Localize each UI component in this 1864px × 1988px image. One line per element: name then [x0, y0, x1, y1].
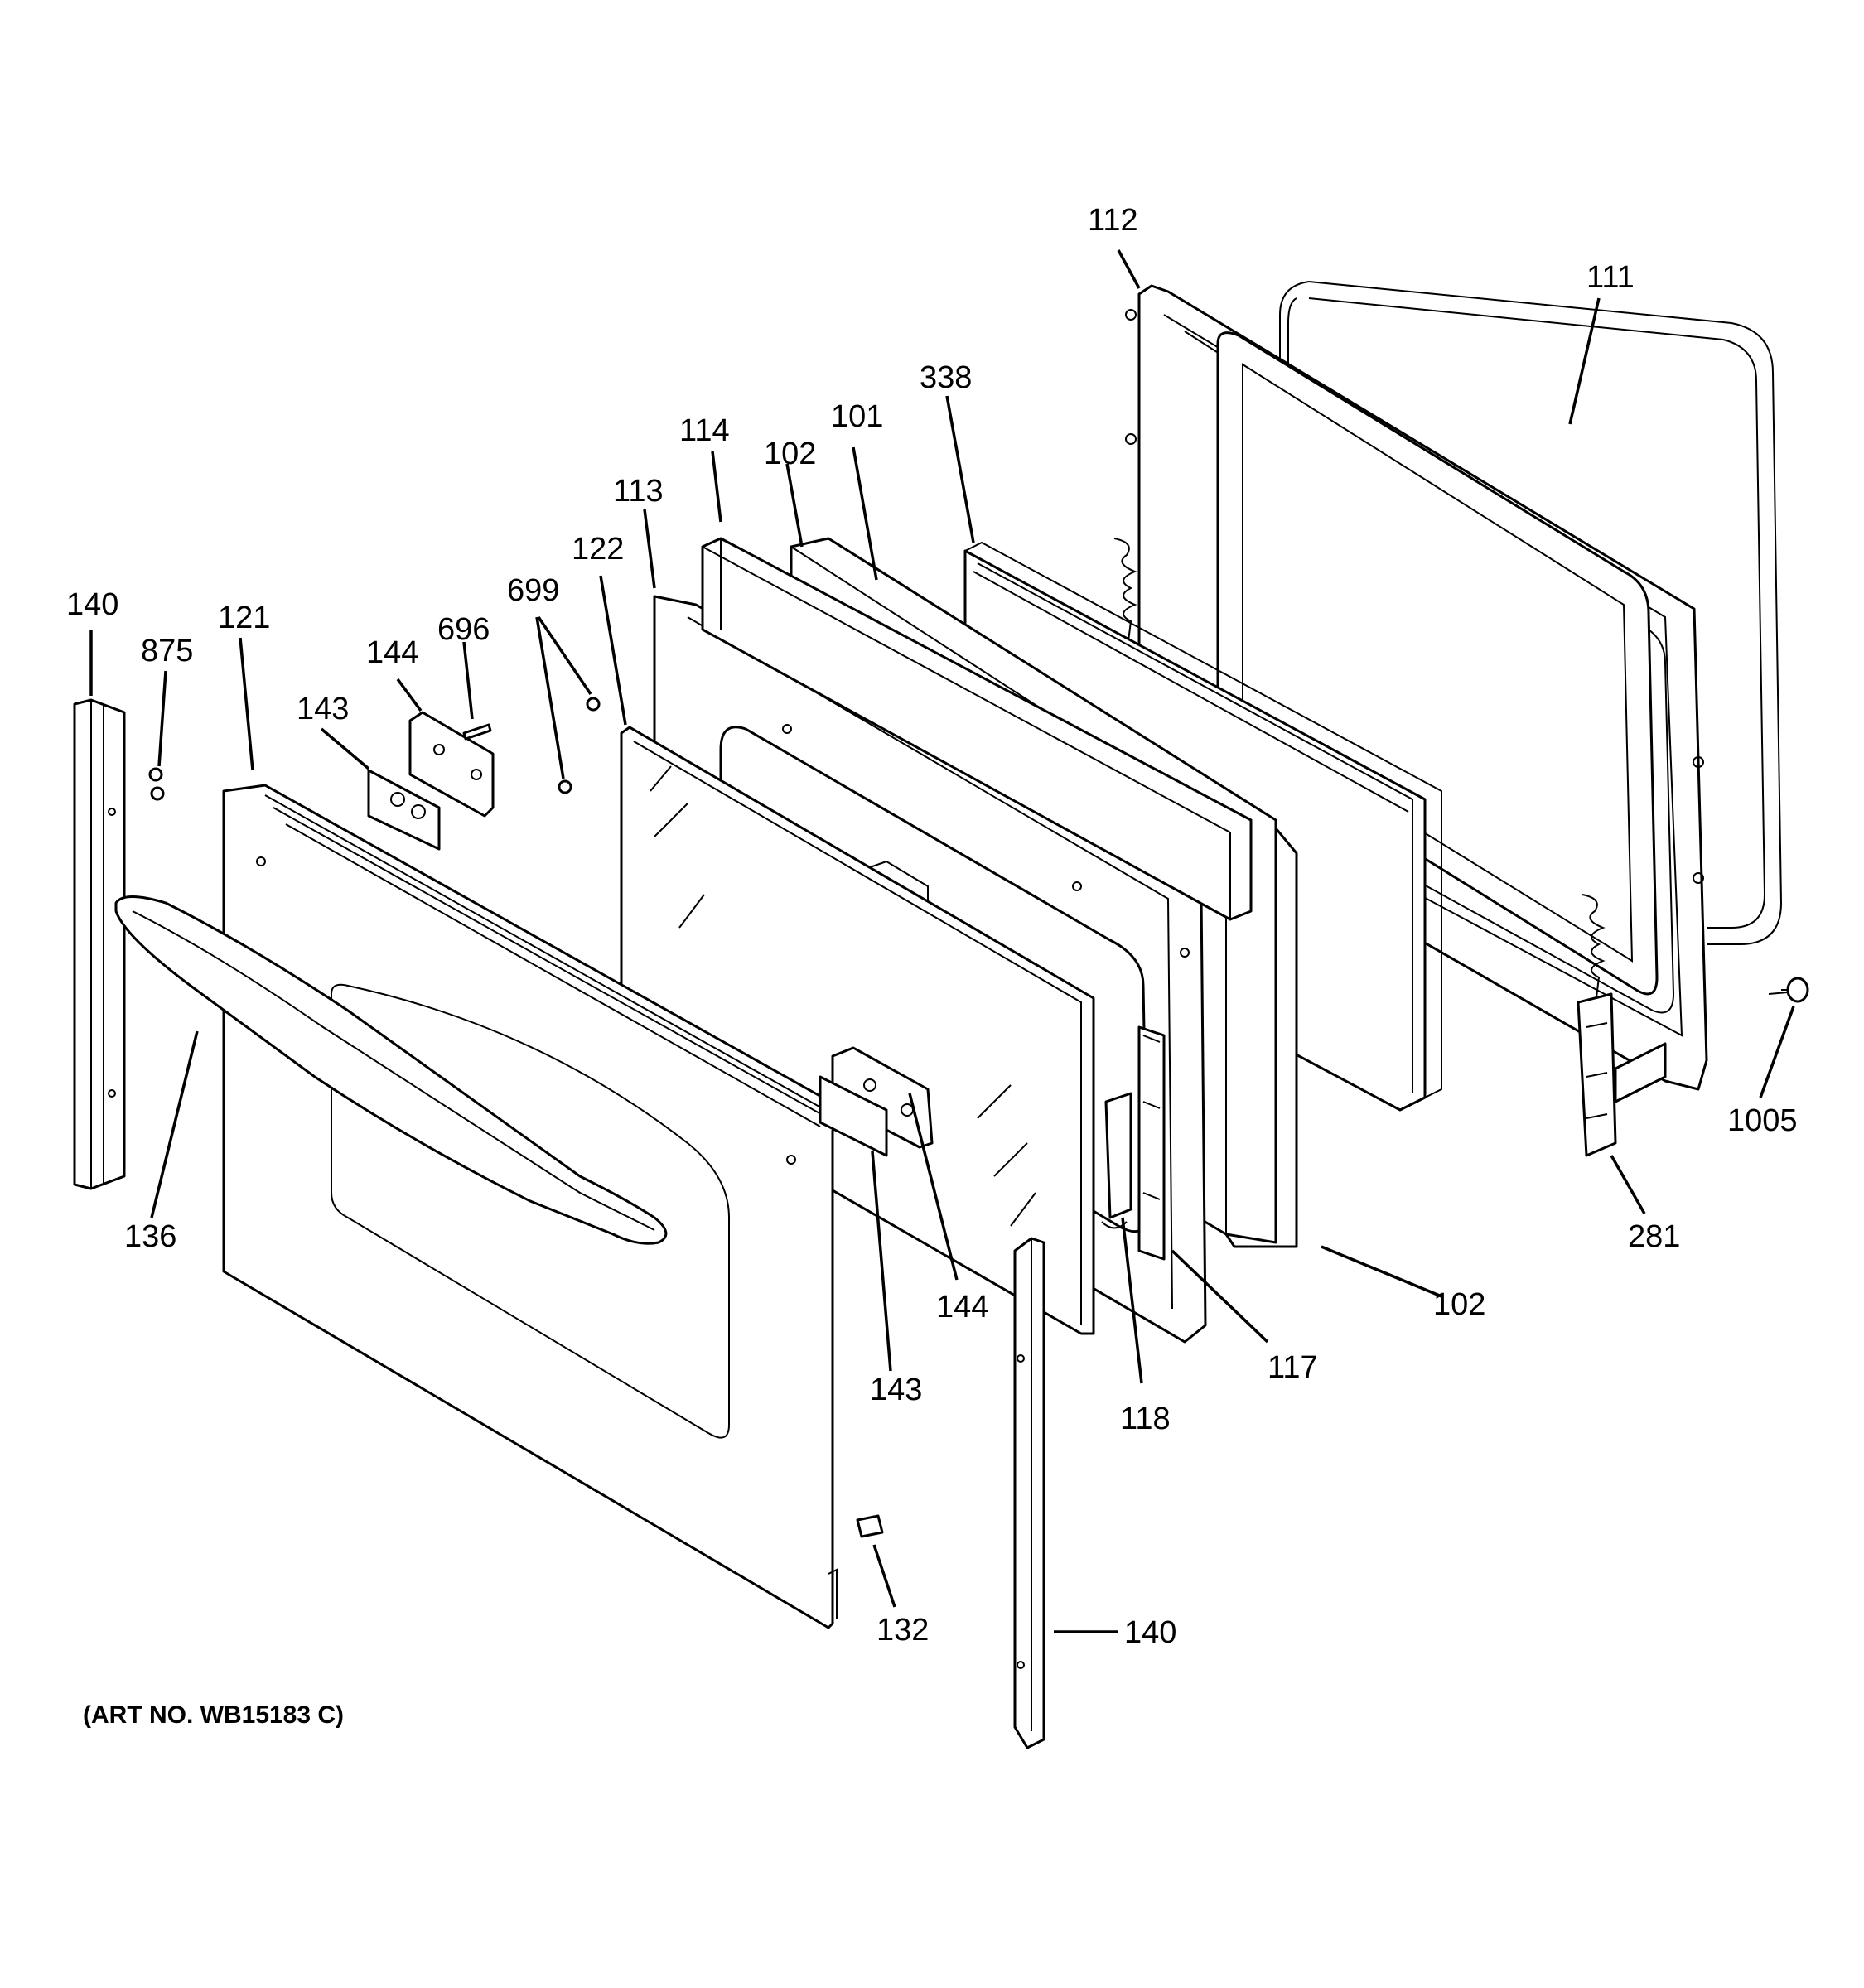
- door-spring-lower: [1582, 894, 1606, 1011]
- callout-113: 113: [613, 474, 664, 509]
- callout-102b: 102: [1433, 1287, 1485, 1322]
- callout-143a: 143: [297, 692, 349, 726]
- callout-102a: 102: [764, 437, 816, 471]
- part-281-hinge: [1577, 992, 1667, 1157]
- callout-144a: 144: [366, 635, 418, 670]
- callout-117: 117: [1268, 1350, 1318, 1385]
- callout-143b: 143: [870, 1373, 922, 1407]
- part-118-bracket: [1101, 1092, 1132, 1229]
- part-144-bracket-upper: [408, 711, 495, 818]
- part-132-tab: [856, 1514, 884, 1538]
- callout-144b: 144: [936, 1290, 988, 1325]
- callout-699: 699: [507, 573, 559, 608]
- part-122-window-glass: [620, 726, 1095, 1335]
- callout-112: 112: [1088, 203, 1138, 238]
- art-number: (ART NO. WB15183 C): [83, 1701, 344, 1729]
- part-143-plate-lower: [819, 1075, 888, 1157]
- part-699-screws: [558, 697, 601, 794]
- part-696-pin: [462, 723, 492, 741]
- callout-121: 121: [218, 601, 270, 635]
- callout-122: 122: [572, 532, 624, 567]
- callout-140b: 140: [1124, 1615, 1176, 1650]
- part-117-bracket: [1137, 1025, 1166, 1261]
- callout-140a: 140: [66, 587, 118, 622]
- callout-132: 132: [876, 1613, 929, 1648]
- callout-696: 696: [437, 612, 490, 647]
- callout-875: 875: [141, 634, 193, 668]
- part-140-trim-left: [73, 698, 126, 1190]
- part-875-screws: [148, 767, 165, 801]
- door-spring-upper: [1113, 538, 1137, 655]
- callout-111: 111: [1586, 260, 1635, 295]
- callout-114: 114: [679, 413, 730, 448]
- part-114-top-channel: [701, 537, 1253, 921]
- part-1005-screw: [1768, 977, 1809, 1003]
- callout-101: 101: [831, 399, 883, 434]
- callout-118: 118: [1120, 1402, 1171, 1436]
- callout-281: 281: [1628, 1219, 1680, 1254]
- callout-136: 136: [124, 1219, 176, 1254]
- part-143-plate-upper: [367, 769, 441, 851]
- part-140-trim-right: [1013, 1237, 1045, 1749]
- part-121-outer-door: [222, 784, 847, 1629]
- part-111-gasket: [1279, 281, 1783, 945]
- callout-1005: 1005: [1727, 1103, 1798, 1138]
- part-136-handle: [114, 895, 668, 1245]
- part-112-door-liner: [1125, 284, 1708, 1091]
- callout-338: 338: [920, 360, 972, 395]
- leader-lines: [89, 249, 1795, 1633]
